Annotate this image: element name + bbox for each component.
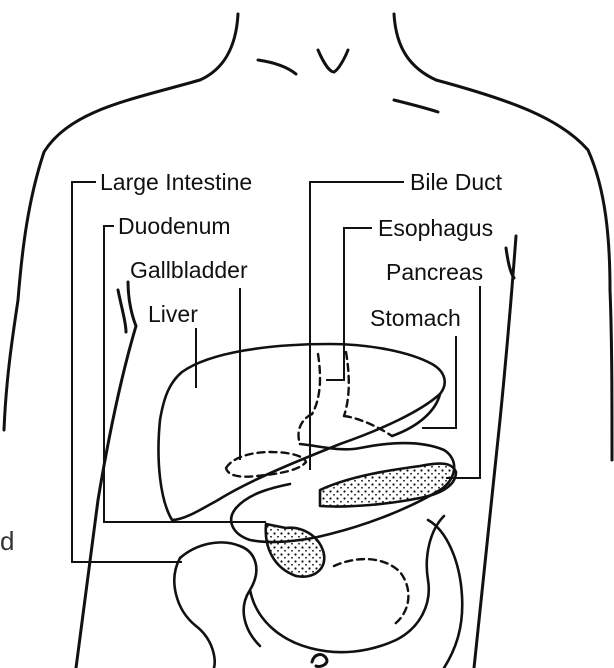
label-pancreas: Pancreas — [386, 259, 483, 285]
collarbone-right — [394, 100, 438, 112]
duodenum — [266, 524, 325, 577]
label-esophagus: Esophagus — [378, 215, 493, 241]
gallbladder-dashed — [226, 452, 306, 477]
collarbone-left — [258, 60, 296, 74]
stomach-dashed — [299, 414, 393, 444]
colon-dashed — [334, 559, 408, 626]
label-large-intestine: Large Intestine — [100, 169, 252, 195]
torso-side-left-upper — [4, 300, 18, 430]
neck-right — [394, 14, 436, 80]
torso-side-right — [610, 290, 612, 460]
label-stomach: Stomach — [370, 305, 461, 331]
navel — [312, 655, 327, 667]
neck-left — [200, 14, 238, 80]
arm-left-inner — [118, 290, 126, 332]
label-gallbladder: Gallbladder — [130, 257, 248, 283]
edge-text-fragment: d — [0, 526, 14, 556]
label-liver: Liver — [148, 301, 198, 327]
arm-left — [76, 282, 136, 668]
sternal-notch — [318, 50, 348, 72]
leader-esophagus — [326, 228, 372, 380]
pancreas — [320, 464, 456, 507]
label-duodenum: Duodenum — [118, 213, 231, 239]
label-bile-duct: Bile Duct — [410, 169, 503, 195]
